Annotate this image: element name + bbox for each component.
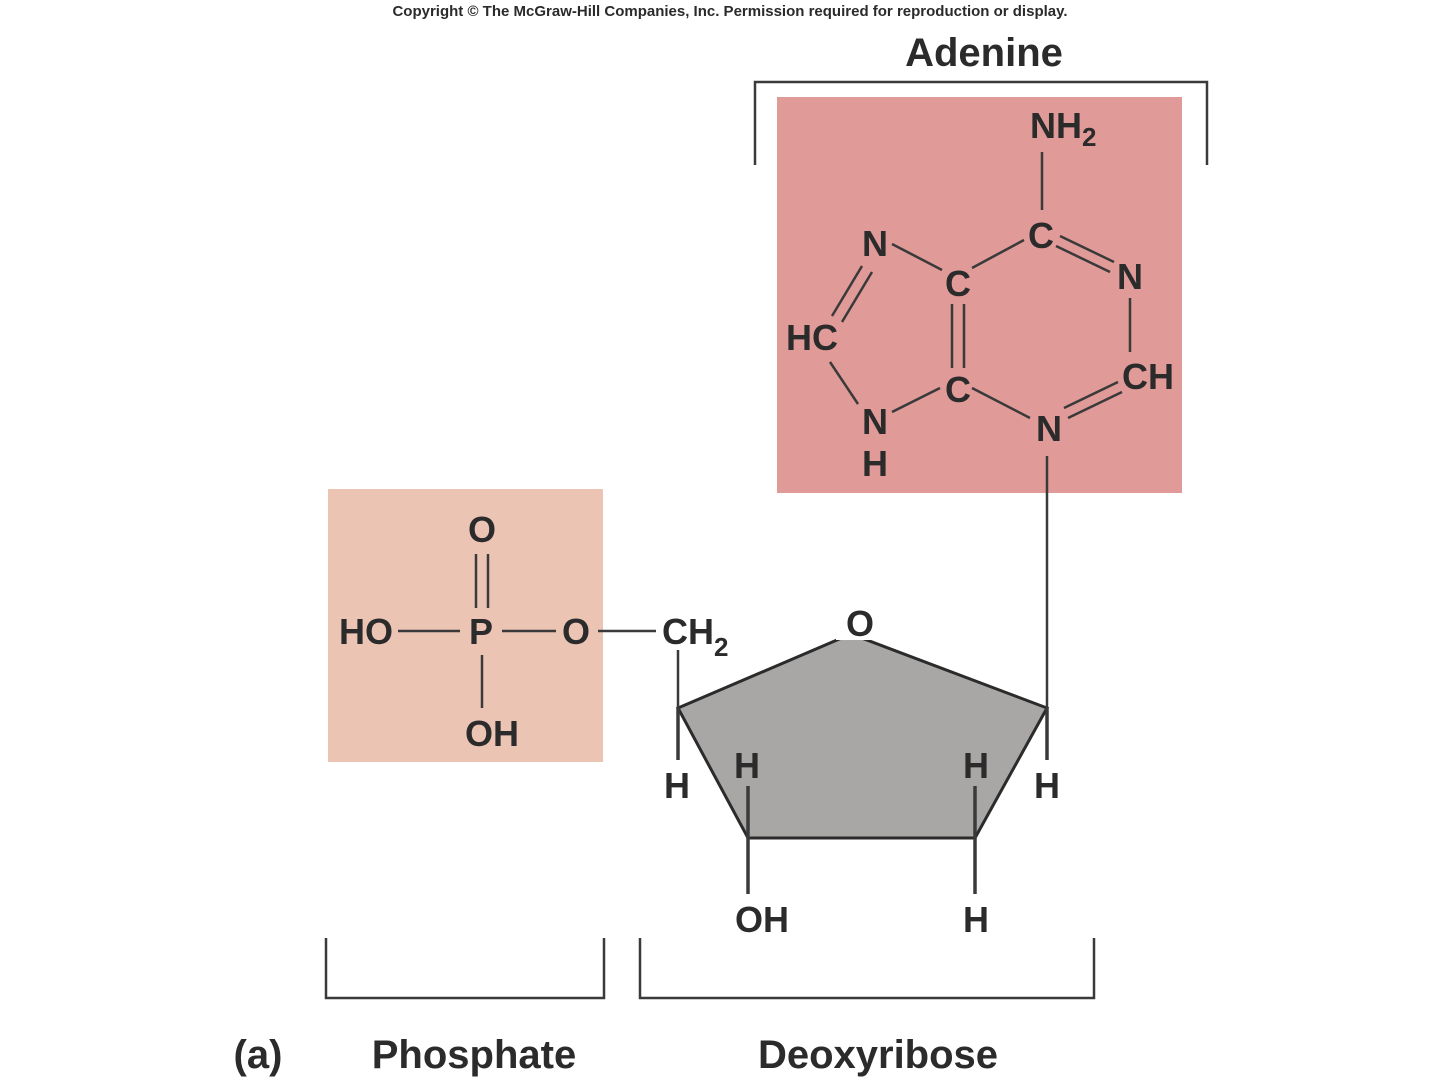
phosphate-p: P (469, 611, 493, 652)
bond-n7-c5 (891, 242, 943, 272)
atom-h9: H (862, 443, 888, 484)
nh2-group: NH2 (1030, 105, 1096, 152)
adenine-bracket (753, 80, 1209, 165)
phosphate-bracket (324, 938, 606, 1000)
bond-c2-n3-a (1067, 390, 1123, 420)
bond-c8-n7-b (840, 271, 874, 323)
h-c1: H (1034, 765, 1060, 806)
deoxyribose-bracket (638, 938, 1096, 1000)
phosphate-top-oxygen: O (468, 509, 496, 550)
phosphate-oh: OH (465, 713, 519, 754)
h-c2-down: H (963, 899, 989, 940)
panel-label: (a) (234, 1033, 283, 1077)
ch2-group: CH2 (662, 611, 728, 662)
phosphate-label: Phosphate (372, 1033, 576, 1077)
atom-c6: C (1028, 215, 1054, 256)
bond-c5-c6 (971, 238, 1025, 270)
atom-c8-hc: HC (786, 317, 838, 358)
atom-n7: N (862, 223, 888, 264)
bond-n9-c4 (891, 386, 941, 414)
oh-c3: OH (735, 899, 789, 940)
bond-c6-n1-a (1059, 234, 1115, 264)
bond-c2-n3-b (1063, 380, 1119, 410)
deoxyribose-label: Deoxyribose (758, 1033, 998, 1077)
ring-oxygen: O (846, 603, 874, 644)
atom-n9: N (862, 401, 888, 442)
bond-c8-n9 (828, 361, 860, 405)
bond-c4-n3 (971, 386, 1031, 420)
h-c3-up: H (734, 745, 760, 786)
bond-c8-n7-a (830, 265, 864, 317)
h-c4: H (664, 765, 690, 806)
phosphate-ho: HO (339, 611, 393, 652)
ring-oxygen-bg (836, 604, 872, 640)
adenine-label: Adenine (905, 31, 1063, 75)
atom-n1: N (1117, 256, 1143, 297)
atom-c4: C (945, 369, 971, 410)
atom-n3: N (1036, 408, 1062, 449)
copyright-notice: Copyright © The McGraw-Hill Companies, I… (392, 3, 1067, 20)
deoxyribose-ring (675, 632, 1050, 840)
bond-c6-n1-b (1055, 244, 1111, 274)
atom-c5: C (945, 263, 971, 304)
phosphate-box (328, 489, 603, 762)
h-c2-up: H (963, 745, 989, 786)
phosphate-ester-oxygen: O (562, 611, 590, 652)
atom-c2-ch: CH (1122, 356, 1174, 397)
